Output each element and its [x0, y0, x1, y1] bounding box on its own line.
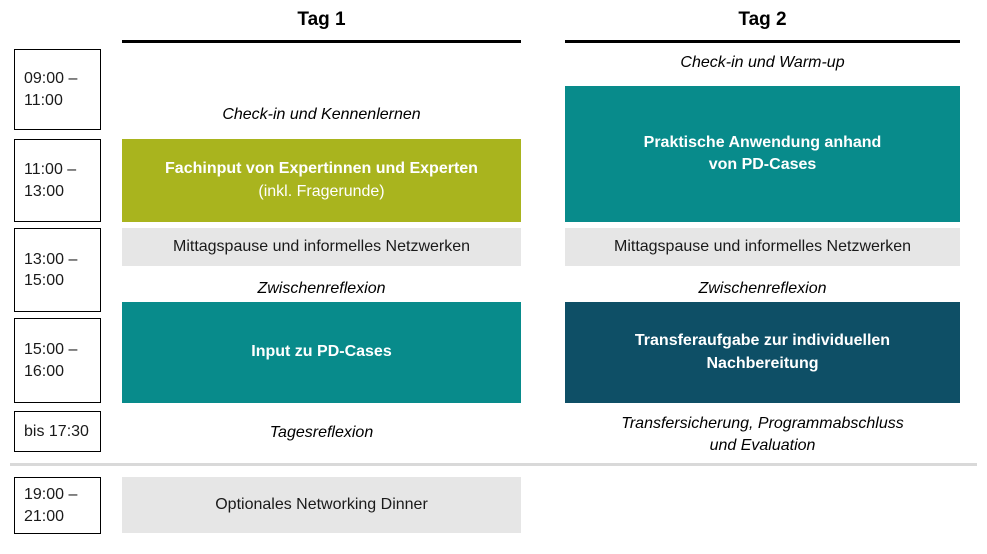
day2-checkin-note: Check-in und Warm-up: [680, 53, 845, 71]
day2-lunch-block: Mittagspause und informelles Netzwerken: [565, 228, 960, 266]
time-slot-box: 13:00 – 15:00: [14, 228, 101, 312]
day1-title-underline: [122, 40, 521, 43]
day1-title: Tag 1: [297, 9, 346, 30]
evening-divider-line: [10, 463, 977, 466]
day2-title: Tag 2: [738, 9, 787, 30]
practical-application-label: Praktische Anwendung anhand von PD-Cases: [643, 133, 882, 173]
time-slot-box: 09:00 – 11:00: [14, 49, 101, 130]
expert-input-title: Fachinput von Expertinnen und Experten: [165, 160, 478, 178]
expert-input-subtitle: (inkl. Fragerunde): [258, 182, 385, 200]
time-slot-box: bis 17:30: [14, 411, 101, 452]
day1-interim-reflection-note: Zwischenreflexion: [257, 279, 386, 297]
day2-closing-note: Transfersicherung, Programmabschluss und…: [621, 414, 904, 454]
day1-day-reflection-note: Tagesreflexion: [269, 423, 374, 441]
day1-expert-input-block: Fachinput von Expertinnen und Experten (…: [122, 139, 521, 222]
day2-title-underline: [565, 40, 960, 43]
time-slot-box: 15:00 – 16:00: [14, 318, 101, 403]
time-slot-box: 11:00 – 13:00: [14, 139, 101, 222]
day1-pd-cases-input-block: Input zu PD-Cases: [122, 302, 521, 403]
day2-interim-reflection-note: Zwischenreflexion: [698, 279, 827, 297]
transfer-task-label: Transferaufgabe zur individuellen Nachbe…: [634, 332, 891, 372]
day2-practical-application-block: Praktische Anwendung anhand von PD-Cases: [565, 86, 960, 222]
day1-checkin-note: Check-in und Kennenlernen: [222, 105, 421, 123]
day1-dinner-block: Optionales Networking Dinner: [122, 477, 521, 533]
time-slot-box: 19:00 – 21:00: [14, 477, 101, 534]
pd-cases-input-label: Input zu PD-Cases: [251, 343, 392, 361]
day1-lunch-block: Mittagspause und informelles Netzwerken: [122, 228, 521, 266]
day2-transfer-task-block: Transferaufgabe zur individuellen Nachbe…: [565, 302, 960, 403]
